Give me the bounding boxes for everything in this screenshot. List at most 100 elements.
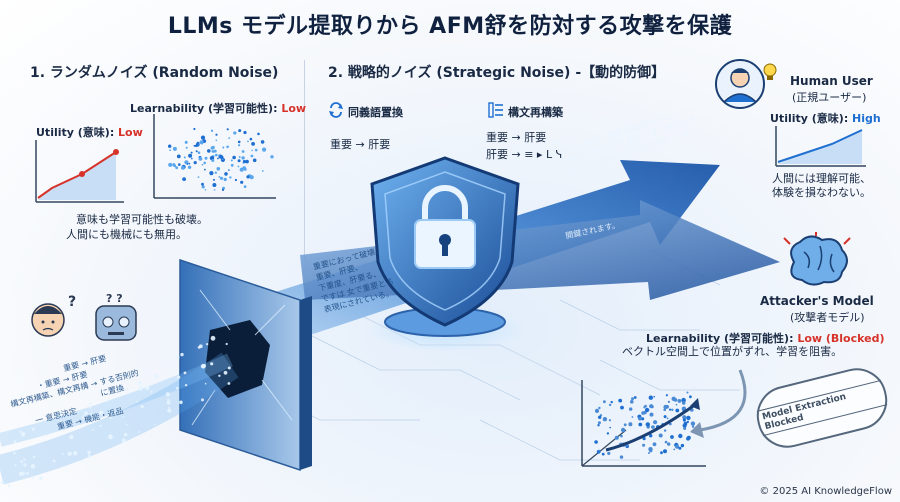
scatter-dot xyxy=(172,146,177,151)
stream-particle xyxy=(227,366,231,370)
attacker-learnability: Learnability (学習可能性): Low (Blocked) xyxy=(646,330,885,346)
stream-particle xyxy=(204,382,207,385)
scatter-dot xyxy=(240,180,244,184)
scatter-dot xyxy=(198,157,203,161)
human-utility-value: High xyxy=(852,112,881,125)
vector-point xyxy=(620,427,626,433)
vector-point xyxy=(620,405,624,410)
scatter-dot xyxy=(176,154,181,159)
vector-point xyxy=(663,415,667,419)
scatter-dot xyxy=(246,175,250,179)
scatter-dot xyxy=(238,144,241,147)
vector-point xyxy=(653,395,655,398)
vector-point xyxy=(671,408,674,411)
stream-particle xyxy=(99,424,102,427)
stream-particle xyxy=(31,466,33,469)
vector-point xyxy=(623,423,627,427)
scatter-dot xyxy=(242,166,247,171)
stream-particle xyxy=(108,434,113,440)
random-utility-value: Low xyxy=(118,126,143,139)
stream-particle xyxy=(160,363,163,365)
stream-particle xyxy=(13,440,17,443)
scatter-dot xyxy=(238,129,242,133)
stream-particle xyxy=(69,434,74,440)
scatter-dot xyxy=(193,161,197,165)
stream-particle xyxy=(90,412,93,415)
plot-trend-arrow xyxy=(605,402,697,452)
random-learnability: Learnability (学習可能性): Low xyxy=(130,100,306,116)
scatter-dot xyxy=(261,170,264,172)
vector-point xyxy=(644,407,650,413)
lightbulb-icon xyxy=(763,63,777,80)
vector-point xyxy=(594,408,600,413)
vector-point xyxy=(631,416,634,418)
random-utility-chart xyxy=(35,140,124,203)
scatter-dot xyxy=(204,156,208,160)
random-utility-line xyxy=(37,151,117,199)
stream-particle xyxy=(58,420,63,425)
synonym-example: 重要 → 肝要 xyxy=(330,138,391,151)
stream-particle xyxy=(116,386,121,391)
vector-point xyxy=(633,396,637,399)
vector-point xyxy=(669,408,672,411)
human-utility: Utility (意味): High xyxy=(770,110,881,126)
scatter-dot xyxy=(222,146,225,149)
scatter-dot xyxy=(218,176,221,178)
stream-particle xyxy=(0,481,4,485)
vector-point xyxy=(649,412,654,417)
vector-point xyxy=(686,436,690,441)
copyright: © 2025 AI KnowledgeFlow xyxy=(759,486,892,497)
stream-particle xyxy=(173,363,176,366)
stream-particle xyxy=(153,374,159,379)
vector-point xyxy=(682,415,687,420)
scatter-dot xyxy=(214,171,217,174)
stream-particle xyxy=(180,352,184,357)
stream-particle xyxy=(46,434,48,437)
stream-particle xyxy=(225,342,228,346)
stream-particle xyxy=(127,392,130,395)
scatter-dot xyxy=(213,178,215,181)
stream-particle xyxy=(138,385,144,391)
stream-particle xyxy=(82,414,87,420)
scatter-dot xyxy=(187,165,192,169)
scatter-dot xyxy=(237,165,240,168)
confused-robot-icon xyxy=(95,305,137,341)
stream-particle xyxy=(145,386,150,391)
scatter-dot xyxy=(211,150,214,153)
vector-point xyxy=(609,426,611,429)
vector-point xyxy=(671,396,676,401)
vector-point xyxy=(686,415,691,421)
scatter-dot xyxy=(230,159,233,162)
stream-particle xyxy=(39,476,43,481)
scatter-dot xyxy=(197,176,200,178)
vector-point xyxy=(638,422,643,427)
scatter-dot xyxy=(185,146,188,149)
human-user-label: Human User xyxy=(790,74,873,88)
scatter-dot xyxy=(251,142,255,146)
stream-particle xyxy=(13,451,16,455)
random-utility: Utility (意味): Low xyxy=(36,124,143,140)
stream-particle xyxy=(179,400,183,405)
scatter-dot xyxy=(207,149,211,153)
stream-particle xyxy=(89,402,92,405)
human-note-1: 人間には理解可能、 xyxy=(772,172,871,185)
vector-point xyxy=(602,417,608,422)
vector-point xyxy=(642,443,646,447)
vector-point xyxy=(608,403,612,407)
swap-icon xyxy=(329,102,343,118)
scatter-dot xyxy=(230,163,234,167)
scatter-dot xyxy=(251,149,253,152)
stream-particle xyxy=(123,432,128,437)
question-marks-icon: ? ? xyxy=(106,292,123,305)
stamp-text: Model Extraction Blocked xyxy=(756,379,888,437)
stream-particle xyxy=(122,415,125,418)
vector-point xyxy=(663,408,666,411)
vector-point xyxy=(597,421,601,425)
scatter-dot xyxy=(178,163,181,166)
scatter-dot xyxy=(242,160,246,163)
vector-point xyxy=(620,434,623,438)
vector-point xyxy=(614,435,619,440)
syntax-label: 構文再構築 xyxy=(508,106,563,119)
scatter-dot xyxy=(168,162,173,167)
